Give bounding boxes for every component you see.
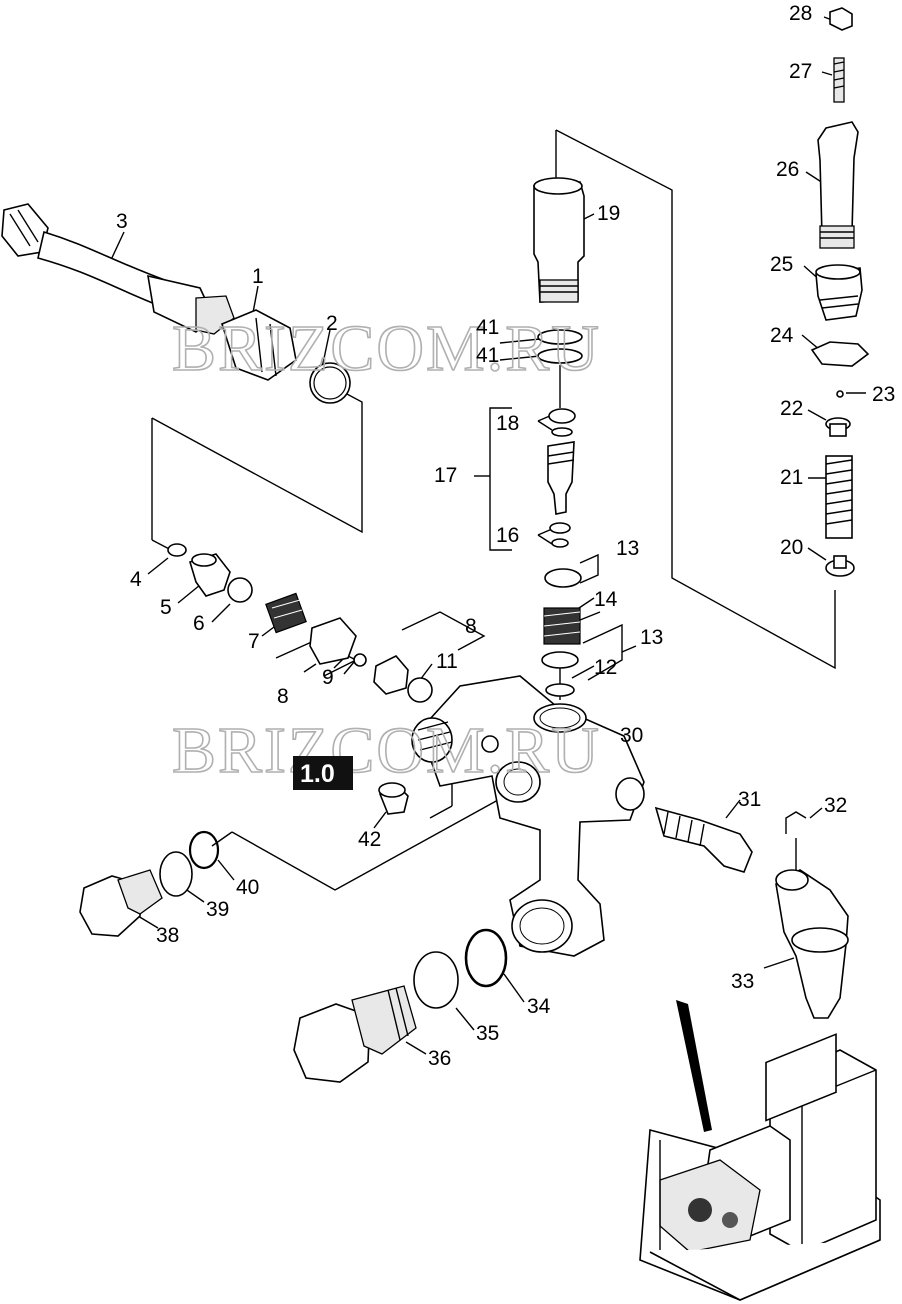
- label-17: 17: [434, 464, 457, 487]
- label-41-lower: 41: [476, 344, 499, 367]
- ring-4: [167, 543, 187, 557]
- ring-11: [407, 677, 433, 703]
- pump-body-30: [411, 675, 645, 957]
- spring-21: [825, 455, 853, 539]
- spring-14: [543, 607, 581, 645]
- watermark: BRIZCOM.RU BRIZCOM.RU: [171, 311, 601, 788]
- ring-41-upper: [537, 329, 583, 345]
- ball-23: [836, 390, 844, 398]
- valve-assembly-column: [533, 177, 585, 697]
- seal-16: [549, 522, 571, 534]
- label-34: 34: [527, 995, 551, 1018]
- label-33: 33: [731, 970, 754, 993]
- label-27: 27: [789, 60, 812, 83]
- nut-28: [829, 7, 853, 31]
- ball-9: [353, 653, 367, 667]
- bushing-13-upper: [544, 568, 582, 588]
- drain-plugs: [79, 830, 508, 1083]
- label-24: 24: [770, 324, 794, 347]
- o-ring-34: [464, 928, 508, 988]
- label-26: 26: [776, 158, 799, 181]
- label-25: 25: [770, 253, 793, 276]
- label-40: 40: [236, 876, 259, 899]
- cap-8: [309, 617, 357, 665]
- valve-31: [654, 806, 753, 873]
- pressure-gauge-column: [810, 7, 870, 577]
- seat-8: [373, 655, 409, 695]
- label-14: 14: [594, 588, 618, 611]
- section-badge-label: 1.0: [300, 760, 335, 788]
- label-16: 16: [496, 524, 519, 547]
- label-8-left: 8: [277, 685, 289, 708]
- label-13-lower: 13: [640, 626, 663, 649]
- label-11: 11: [436, 650, 458, 673]
- spring-7: [265, 592, 307, 634]
- watermark-top: BRIZCOM.RU: [172, 312, 601, 385]
- valve-parts-left: [167, 543, 433, 815]
- ring-12: [545, 683, 575, 697]
- label-7: 7: [248, 630, 260, 653]
- label-28: 28: [789, 2, 812, 25]
- washer-6: [227, 577, 253, 603]
- bushing-13-lower: [541, 651, 579, 669]
- part-labels: 28 27 26 25 24 23 22 21 20 19 41 41 18 1…: [116, 2, 895, 1070]
- label-38: 38: [156, 924, 179, 947]
- plug-36: [293, 1003, 371, 1083]
- label-8-right: 8: [465, 615, 477, 638]
- label-30: 30: [620, 724, 643, 747]
- o-ring-40: [188, 830, 220, 870]
- label-20: 20: [780, 536, 803, 559]
- label-23: 23: [872, 383, 895, 406]
- label-12: 12: [594, 656, 617, 679]
- nut-24: [810, 341, 870, 367]
- outlet-fittings: [654, 806, 849, 1019]
- label-35: 35: [476, 1022, 499, 1045]
- label-3: 3: [116, 210, 128, 233]
- label-2: 2: [326, 312, 338, 335]
- label-21: 21: [780, 466, 803, 489]
- label-36: 36: [428, 1047, 451, 1070]
- label-6: 6: [193, 612, 205, 635]
- label-41-upper: 41: [476, 316, 499, 339]
- hose-assembly: [1, 203, 351, 404]
- label-39: 39: [206, 898, 229, 921]
- section-badge: 1.0: [293, 756, 353, 790]
- label-13-upper: 13: [616, 537, 639, 560]
- label-1: 1: [252, 265, 264, 288]
- label-5: 5: [160, 596, 172, 619]
- label-9: 9: [322, 666, 334, 689]
- label-19: 19: [597, 202, 620, 225]
- washer-39: [159, 851, 193, 897]
- machine-overview-inset: [639, 1000, 881, 1301]
- label-18: 18: [496, 412, 519, 435]
- label-4: 4: [130, 568, 142, 591]
- hose-3: [37, 230, 172, 308]
- assembly-guide-lines: [151, 129, 836, 891]
- ring-41-lower: [537, 348, 583, 364]
- sleeve-26: [817, 121, 859, 237]
- seal-18: [548, 408, 576, 424]
- washer-35: [413, 951, 459, 1009]
- clip-32: [785, 811, 807, 834]
- label-22: 22: [780, 397, 803, 420]
- label-31: 31: [738, 788, 761, 811]
- piston-17: [547, 441, 575, 515]
- label-42: 42: [358, 828, 381, 851]
- watermark-middle: BRIZCOM.RU: [172, 714, 601, 787]
- label-32: 32: [824, 794, 847, 817]
